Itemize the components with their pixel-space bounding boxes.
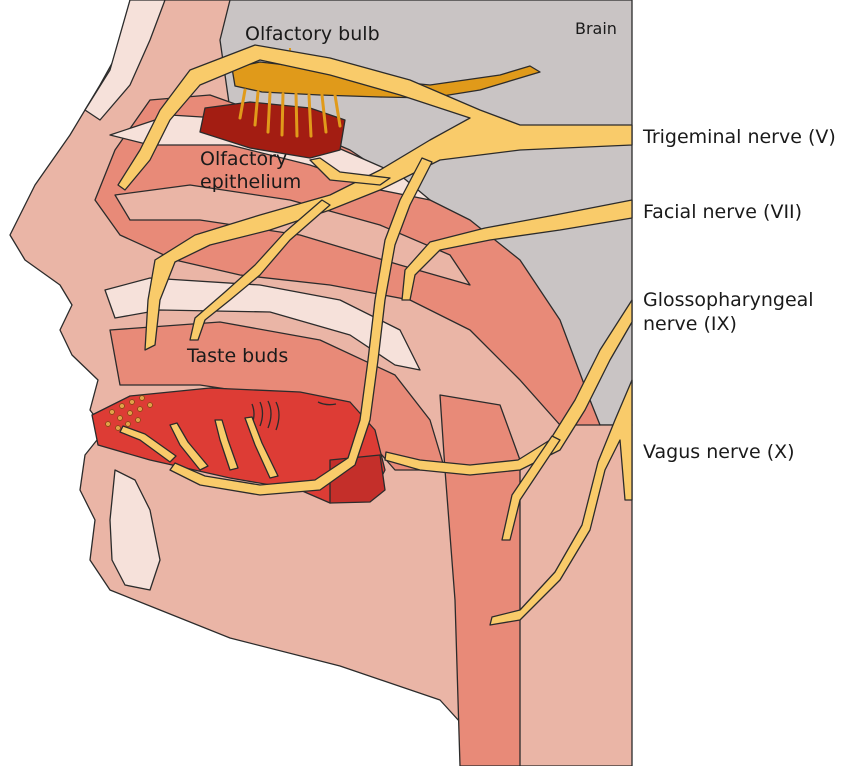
label-olfactory-epithelium-1: Olfactory xyxy=(200,148,287,170)
label-glossopharyngeal-1: Glossopharyngeal xyxy=(643,289,814,311)
label-facial-nerve: Facial nerve (VII) xyxy=(643,201,802,223)
label-olfactory-epithelium-2: epithelium xyxy=(200,171,301,193)
tongue-root xyxy=(330,455,385,503)
label-vagus-nerve: Vagus nerve (X) xyxy=(643,441,795,463)
label-olfactory-bulb: Olfactory bulb xyxy=(245,23,380,45)
label-glossopharyngeal-2: nerve (IX) xyxy=(643,313,737,335)
label-taste-buds: Taste buds xyxy=(186,345,288,367)
label-trigeminal-nerve: Trigeminal nerve (V) xyxy=(642,126,836,148)
label-brain: Brain xyxy=(575,19,617,38)
